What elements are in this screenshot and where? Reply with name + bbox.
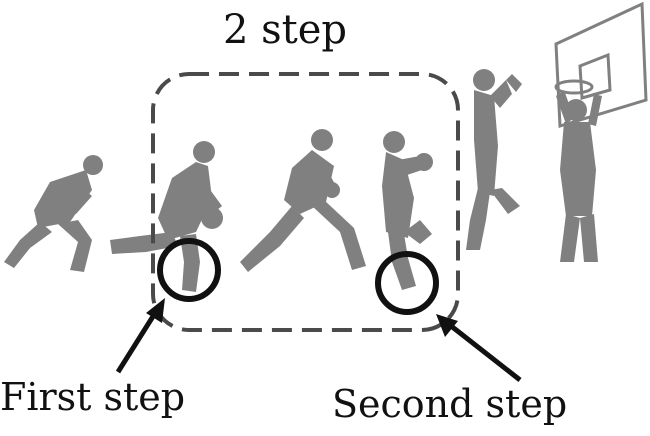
title-label: 2 step: [222, 7, 348, 53]
second-step-label: Second step: [332, 382, 568, 426]
second-step-arrow: [436, 314, 522, 382]
stride-player: [240, 129, 366, 272]
first-step-circle: [157, 238, 221, 302]
first-step-arrow: [115, 298, 165, 374]
hoop-rim: [554, 79, 594, 95]
dunk-player: [556, 90, 602, 262]
first-step-label: First step: [0, 375, 186, 419]
second-step-circle: [375, 251, 439, 315]
jump-player: [466, 69, 522, 250]
two-step-box: [151, 72, 460, 332]
second-step-player: [382, 131, 433, 290]
first-step-player: [110, 141, 223, 292]
backboard-square: [578, 52, 612, 100]
gather-player: [4, 155, 103, 272]
